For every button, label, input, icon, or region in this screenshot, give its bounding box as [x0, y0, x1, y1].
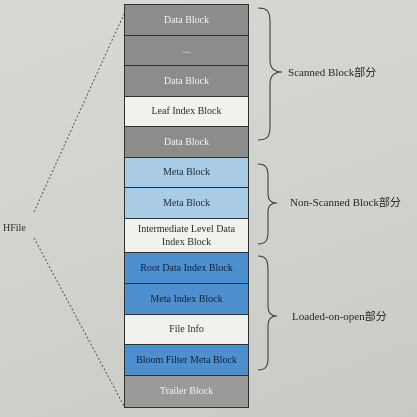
block-bloom-filter-meta: Bloom Filter Meta Block — [125, 345, 248, 376]
block-intermediate-index: Intermediate Level Data Index Block — [125, 219, 248, 253]
hfile-label: HFile — [3, 223, 26, 234]
section-label-non-scanned: Non-Scanned Block部分 — [290, 197, 401, 209]
section-label-loaded-on-open: Loaded-on-open部分 — [292, 311, 387, 323]
block-leaf-index: Leaf Index Block — [125, 97, 248, 127]
block-data-2: Data Block — [125, 66, 248, 97]
block-file-info: File Info — [125, 315, 248, 345]
block-meta-index: Meta Index Block — [125, 284, 248, 315]
block-root-data-index: Root Data Index Block — [125, 253, 248, 284]
hfile-block-stack: Data Block ... Data Block Leaf Index Blo… — [124, 4, 249, 408]
block-meta-2: Meta Block — [125, 188, 248, 219]
block-trailer: Trailer Block — [125, 376, 248, 407]
block-data-3: Data Block — [125, 127, 248, 158]
block-ellipsis: ... — [125, 36, 248, 66]
block-data-1: Data Block — [125, 5, 248, 36]
section-label-scanned: Scanned Block部分 — [288, 67, 377, 79]
block-meta-1: Meta Block — [125, 158, 248, 188]
